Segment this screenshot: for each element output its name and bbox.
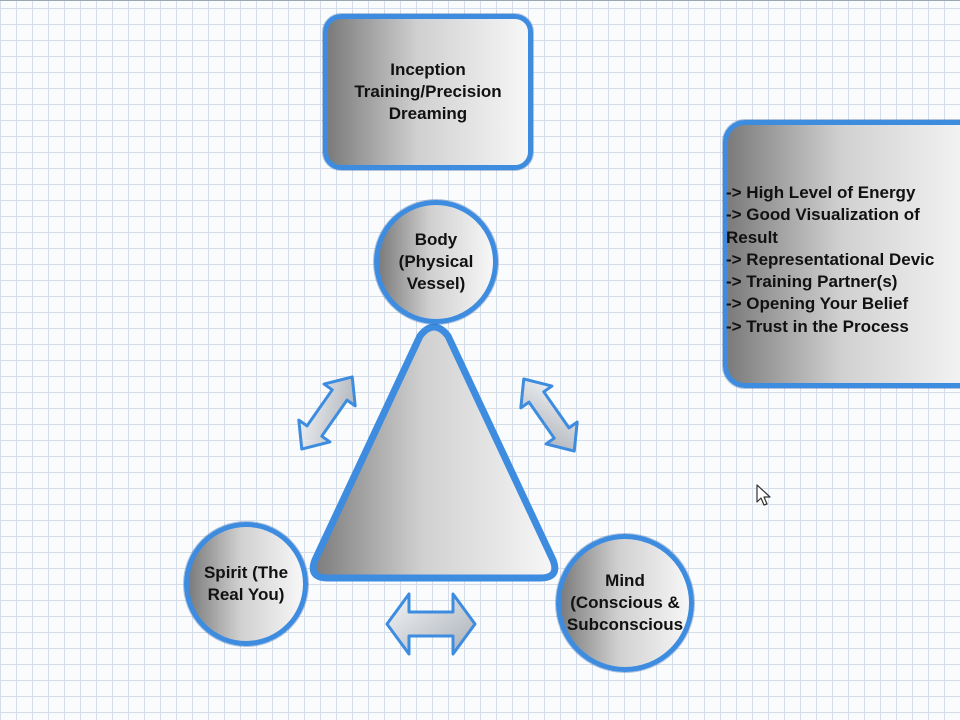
requirements-item: -> Training Partner(s) bbox=[726, 272, 898, 292]
mind-node-line: (Conscious & bbox=[570, 593, 680, 612]
mouse-cursor-icon bbox=[756, 484, 771, 506]
requirements-item: -> High Level of Energy bbox=[726, 183, 916, 202]
double-arrow-right-icon bbox=[519, 377, 579, 453]
requirements-item: -> Good Visualization of bbox=[726, 205, 920, 225]
body-node-line: Vessel) bbox=[406, 274, 466, 293]
spirit-node-line: Real You) bbox=[207, 585, 285, 604]
requirements-item: Result bbox=[726, 227, 778, 247]
body-node-text: Body (Physical Vessel) bbox=[399, 229, 474, 295]
spirit-node[interactable]: Spirit (The Real You) bbox=[184, 522, 308, 646]
double-arrow-left-icon bbox=[297, 375, 357, 451]
mind-node-line: Mind bbox=[605, 571, 645, 590]
inception-box-line: Training/Precision bbox=[354, 82, 502, 101]
requirements-list: -> High Level of Energy -> Good Visualiz… bbox=[726, 182, 960, 338]
inception-box-text: Inception Training/Precision Dreaming bbox=[354, 59, 501, 125]
double-arrow-bottom-icon bbox=[385, 592, 477, 656]
inception-box[interactable]: Inception Training/Precision Dreaming bbox=[323, 14, 533, 170]
body-node[interactable]: Body (Physical Vessel) bbox=[374, 200, 498, 324]
requirements-box[interactable]: -> High Level of Energy -> Good Visualiz… bbox=[723, 120, 960, 388]
requirements-item: -> Opening Your Belief bbox=[726, 294, 909, 314]
requirements-item: -> Trust in the Process bbox=[726, 316, 909, 336]
body-node-line: (Physical bbox=[398, 252, 474, 271]
mind-node-line: Subconscious bbox=[566, 615, 684, 634]
inception-box-line: Dreaming bbox=[388, 104, 468, 123]
central-triangle[interactable] bbox=[309, 323, 559, 582]
mind-node-text: Mind (Conscious & Subconscious bbox=[567, 570, 683, 636]
spirit-node-line: Spirit (The bbox=[203, 563, 289, 582]
inception-box-line: Inception bbox=[390, 60, 466, 79]
top-edge-line bbox=[0, 0, 960, 1]
requirements-item: -> Representational Devic bbox=[726, 249, 935, 269]
spirit-node-text: Spirit (The Real You) bbox=[204, 562, 288, 606]
mind-node[interactable]: Mind (Conscious & Subconscious bbox=[556, 534, 694, 672]
body-node-line: Body bbox=[414, 230, 458, 249]
